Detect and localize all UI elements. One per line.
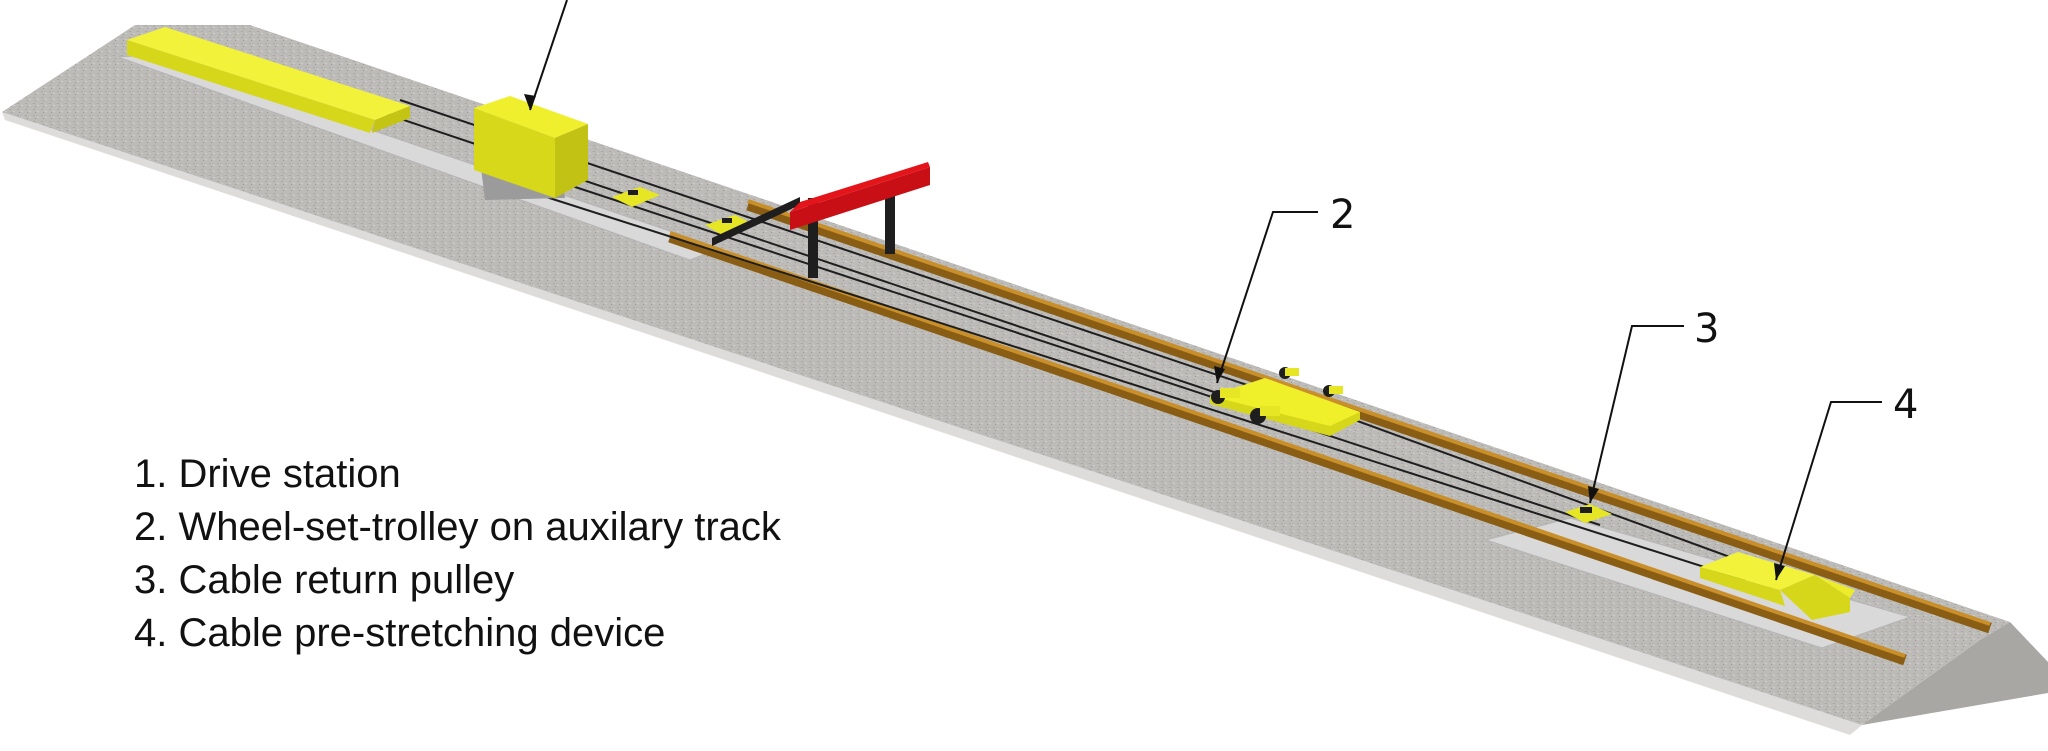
ballast-right-end <box>1862 622 2048 725</box>
ballast-embankment <box>2 25 2048 735</box>
rail-right-top <box>747 199 1991 626</box>
gantry <box>712 162 930 278</box>
leader-lines <box>529 0 1882 581</box>
leader-1 <box>529 0 568 111</box>
pulley-unit-a <box>612 187 660 207</box>
legend-item-wheel-set-trolley: 2. Wheel-set-trolley on auxilary track <box>134 505 781 549</box>
callout-3: 3 <box>1694 306 1719 352</box>
legend-item-cable-return-pulley: 3. Cable return pulley <box>134 558 515 602</box>
ballast-left-slope <box>2 25 1980 725</box>
rail-left <box>668 231 1907 666</box>
cable-pre-stretching-device <box>1700 552 1855 620</box>
callout-4: 4 <box>1893 382 1918 428</box>
drive-station <box>474 96 588 200</box>
reaction-beam <box>127 27 410 133</box>
rail-left-top <box>669 231 1906 658</box>
cable-return-pulley <box>1565 504 1612 523</box>
leader-3 <box>1589 325 1684 504</box>
ballast-top <box>135 25 2010 640</box>
pulley-unit-b <box>705 215 753 236</box>
legend: 1. Drive station 2. Wheel-set-trolley on… <box>134 448 781 660</box>
wheel-set-trolley <box>1210 367 1360 436</box>
leader-arrowheads <box>524 94 1785 580</box>
legend-item-cable-pre-stretching-device: 4. Cable pre-stretching device <box>134 611 666 655</box>
leader-4 <box>1775 401 1882 581</box>
ballast-shadow-front <box>2 112 1862 735</box>
legend-item-drive-station: 1. Drive station <box>134 452 401 496</box>
callout-2: 2 <box>1330 192 1355 238</box>
leader-2 <box>1216 211 1318 384</box>
